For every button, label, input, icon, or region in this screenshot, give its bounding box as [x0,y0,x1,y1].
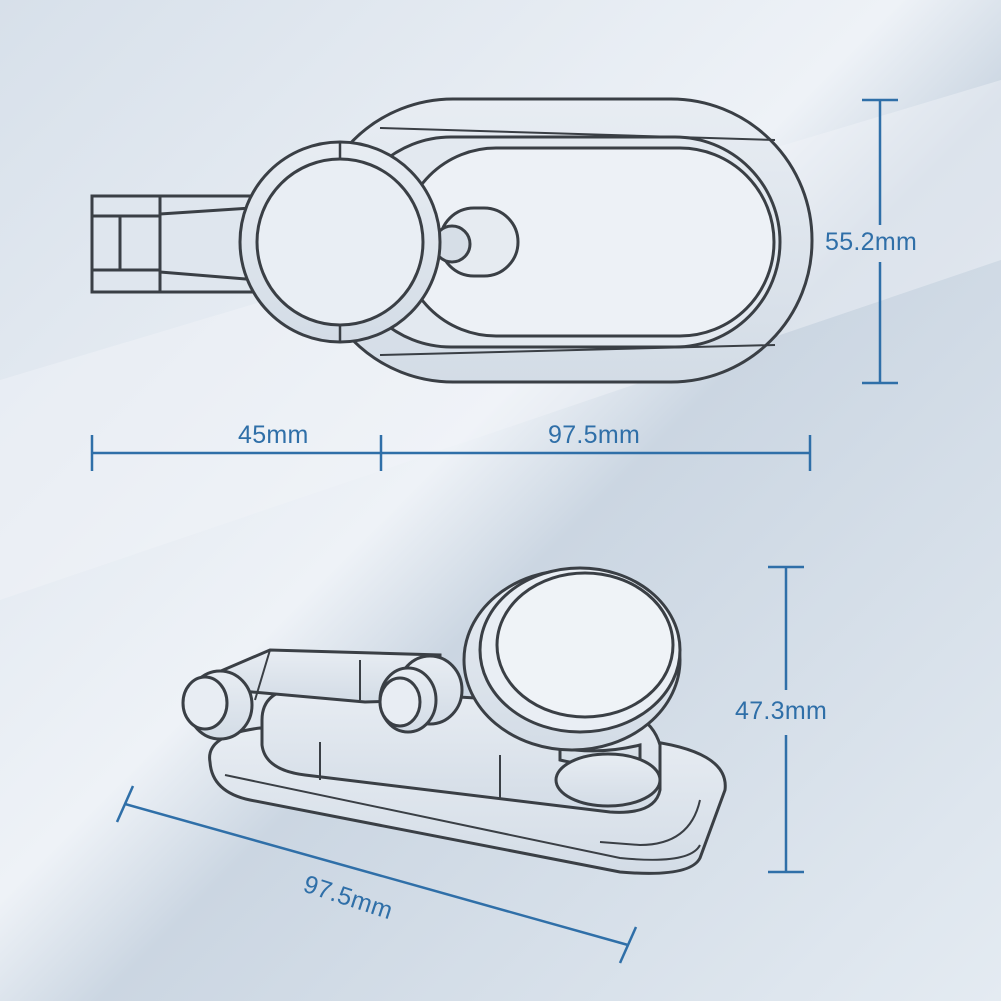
side-view-charger-head [462,566,682,752]
top-view-base-width-label: 97.5mm [548,421,641,449]
side-view [181,566,727,875]
side-view-dimension-lines [115,565,804,964]
side-view-post-base [554,752,662,808]
top-view-charger-face [255,157,425,327]
top-view-base [310,97,814,384]
side-view-middle-roller [378,654,464,734]
top-view-arm-width-label: 45mm [238,421,309,449]
top-view-dimension-lines [90,98,898,471]
side-view-height-label: 47.3mm [735,697,828,725]
side-view-left-roller [181,669,254,741]
top-view [90,97,814,384]
top-view-height-label: 55.2mm [825,228,918,256]
